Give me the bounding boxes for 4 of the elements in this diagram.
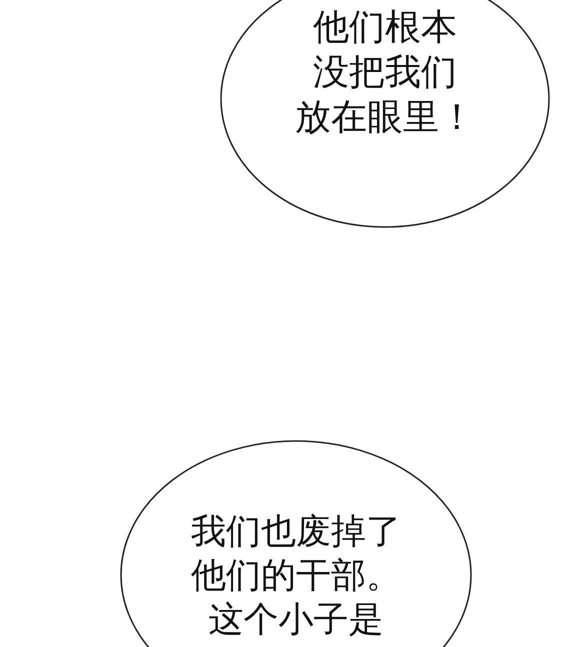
speech-bubble: [120, 440, 472, 647]
speech-text: 他们根本没把我们放在眼里！: [294, 6, 476, 140]
speech-bubble: [220, 0, 550, 228]
speech-text: 我们也废掉了他们的干部。这个小子是: [190, 511, 402, 642]
